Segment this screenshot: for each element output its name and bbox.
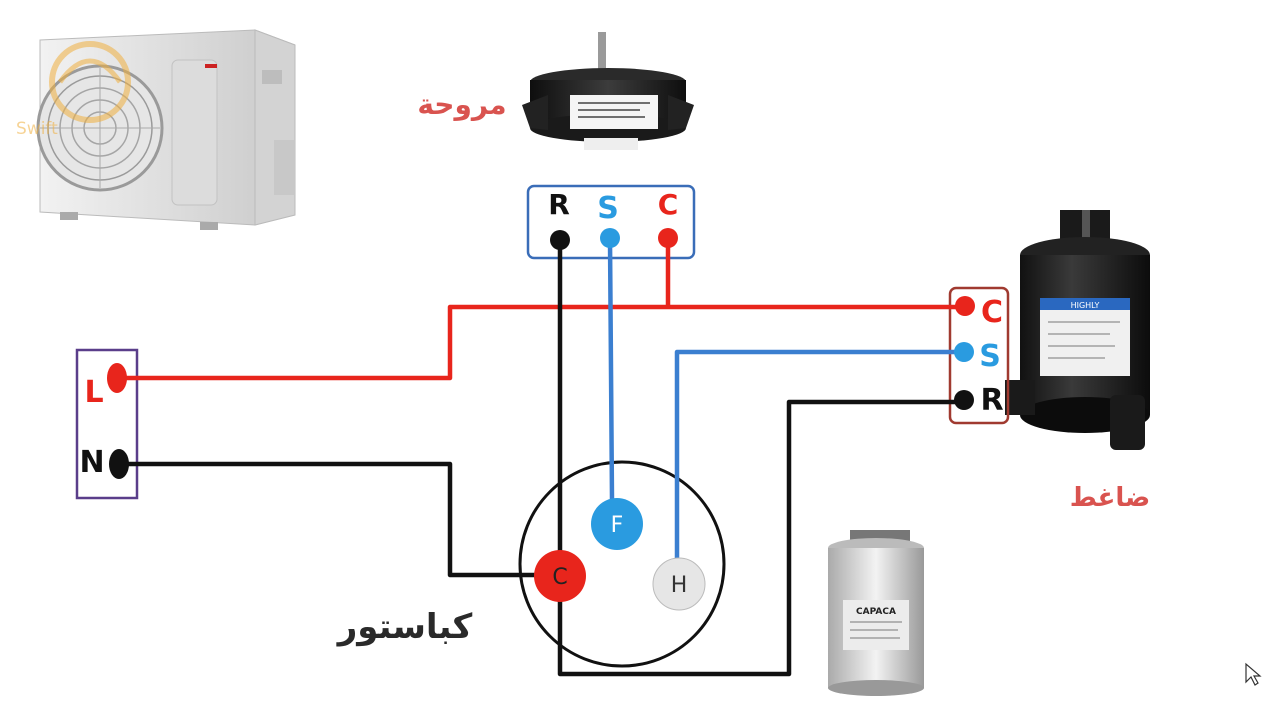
capacitor-outline — [518, 460, 726, 668]
capacitor-terminal-c-label: C — [552, 565, 567, 590]
fan-terminal-r-label: R — [548, 188, 570, 221]
compressor-brand: HIGHLY — [1071, 301, 1100, 310]
fan-terminal-c-dot — [658, 228, 678, 248]
compressor-s-wire — [674, 349, 964, 580]
watermark-logo: Swift — [16, 41, 131, 139]
capacitor-terminal-f — [591, 498, 643, 550]
compressor-terminal-box — [948, 286, 1010, 425]
capacitor-terminal-c — [534, 550, 586, 602]
compressor-image: HIGHLY — [1005, 210, 1150, 450]
capacitor-label: كباستور — [336, 607, 473, 647]
fan-motor-image — [522, 32, 694, 150]
supply-terminal-l-label: L — [84, 375, 103, 410]
compressor-r-wire — [557, 399, 964, 677]
supply-terminal-box — [75, 348, 139, 500]
capacitor-terminal-f-label: F — [611, 513, 624, 538]
fan-label: مروحة — [417, 88, 506, 121]
mouse-cursor-icon — [1245, 662, 1262, 686]
supply-terminal-n-label: N — [79, 445, 104, 480]
compressor-terminals: C S R — [954, 295, 1004, 418]
supply-terminals: L N — [79, 363, 129, 480]
live-wire — [118, 304, 965, 381]
fan-s-wire — [607, 239, 619, 521]
supply-terminal-l-dot — [107, 363, 127, 393]
neutral-wire — [120, 461, 560, 578]
capacitor-terminal-h-label: H — [671, 573, 688, 598]
fan-terminal-c-label: C — [658, 188, 679, 221]
fan-terminal-s-label: S — [597, 191, 619, 226]
compressor-terminal-s-dot — [954, 342, 974, 362]
fan-terminals: R S C — [548, 188, 678, 250]
fan-terminal-r-dot — [550, 230, 570, 250]
compressor-terminal-c-dot — [955, 296, 975, 316]
capacitor-brand: CAPACA — [856, 607, 896, 617]
capacitor-image: CAPACA — [828, 530, 924, 696]
compressor-terminal-c-label: C — [981, 295, 1003, 330]
watermark-text: Swift — [16, 119, 58, 139]
fan-terminal-s-dot — [600, 228, 620, 248]
compressor-terminal-r-label: R — [980, 383, 1003, 418]
capacitor-terminals: F C H — [534, 498, 706, 611]
ac-outdoor-unit-image — [36, 29, 296, 230]
capacitor-terminal-h — [652, 557, 706, 611]
supply-terminal-n-dot — [109, 449, 129, 479]
compressor-terminal-r-dot — [954, 390, 974, 410]
compressor-label: ضاغط — [1070, 483, 1151, 513]
compressor-terminal-s-label: S — [979, 339, 1001, 374]
